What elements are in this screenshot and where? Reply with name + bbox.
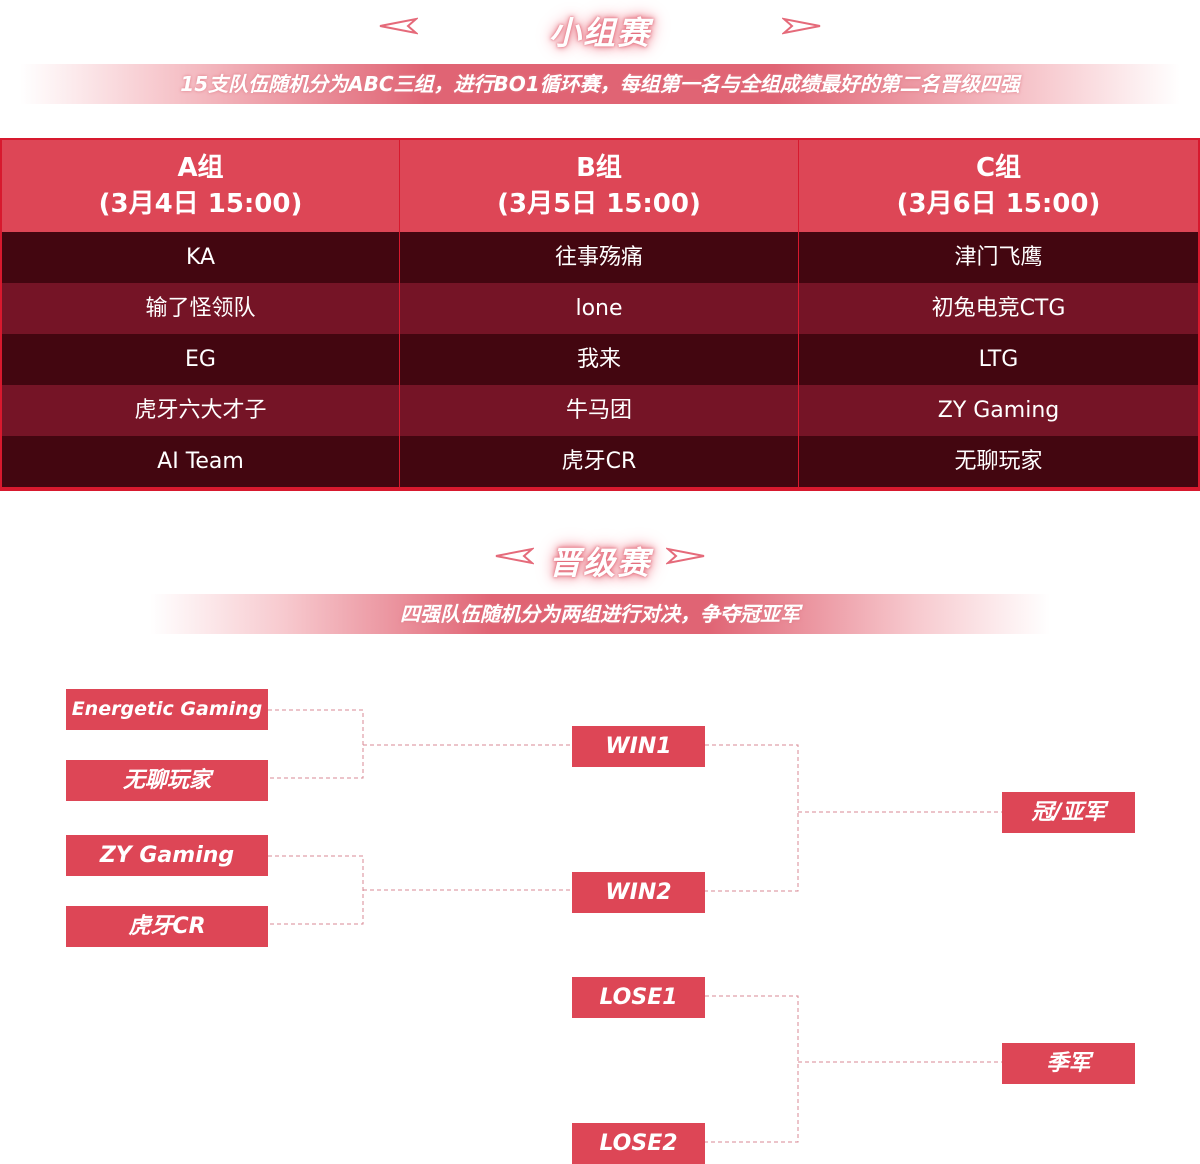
table-row: KA 往事殇痛 津门飞鹰 — [2, 232, 1198, 283]
winner-box-1: WIN1 — [572, 726, 705, 767]
group-header-a: A组 (3月4日 15:00) — [2, 140, 399, 232]
group-table: A组 (3月4日 15:00) B组 (3月5日 15:00) C组 (3月6日… — [0, 138, 1200, 491]
bracket-line — [705, 744, 799, 892]
left-arrow-icon — [379, 17, 418, 35]
group-stage-title: 小组赛 — [548, 14, 651, 52]
team-cell: 初兔电竞CTG — [799, 283, 1198, 334]
third-place-box: 季军 — [1002, 1043, 1135, 1084]
semifinal-team-1: Energetic Gaming — [66, 689, 268, 730]
group-time: (3月5日 15:00) — [497, 189, 701, 219]
team-cell: AI Team — [2, 436, 399, 487]
right-arrow-icon — [666, 547, 705, 565]
team-cell: LTG — [799, 334, 1198, 385]
team-cell: 虎牙六大才子 — [2, 385, 399, 436]
group-table-header: A组 (3月4日 15:00) B组 (3月5日 15:00) C组 (3月6日… — [2, 140, 1198, 232]
playoffs-description: 四强队伍随机分为两组进行对决，争夺冠亚军 — [150, 594, 1050, 634]
group-header-c: C组 (3月6日 15:00) — [799, 140, 1198, 232]
team-cell: 往事殇痛 — [400, 232, 798, 283]
winner-box-2: WIN2 — [572, 872, 705, 913]
team-cell: lone — [400, 283, 798, 334]
playoffs-title: 晋级赛 — [548, 544, 651, 582]
loser-box-1: LOSE1 — [572, 977, 705, 1018]
bracket-line — [705, 995, 799, 1143]
group-time: (3月6日 15:00) — [896, 189, 1101, 219]
bracket-line — [268, 855, 364, 925]
group-stage-description: 15支队伍随机分为ABC三组，进行BO1循环赛，每组第一名与全组成绩最好的第二名… — [20, 64, 1180, 104]
table-row: EG 我来 LTG — [2, 334, 1198, 385]
table-row: AI Team 虎牙CR 无聊玩家 — [2, 436, 1198, 487]
group-time: (3月4日 15:00) — [98, 189, 303, 219]
team-cell: 输了怪领队 — [2, 283, 399, 334]
group-name: A组 — [177, 153, 224, 183]
left-arrow-icon — [495, 547, 534, 565]
team-cell: 无聊玩家 — [799, 436, 1198, 487]
semifinal-team-2: 无聊玩家 — [66, 760, 268, 801]
final-box: 冠/亚军 — [1002, 792, 1135, 833]
team-cell: KA — [2, 232, 399, 283]
team-cell: 津门飞鹰 — [799, 232, 1198, 283]
team-cell: 我来 — [400, 334, 798, 385]
right-arrow-icon — [782, 17, 821, 35]
bracket-line — [268, 709, 364, 779]
group-header-b: B组 (3月5日 15:00) — [400, 140, 798, 232]
semifinal-team-3: ZY Gaming — [66, 835, 268, 876]
table-row: 虎牙六大才子 牛马团 ZY Gaming — [2, 385, 1198, 436]
team-cell: 牛马团 — [400, 385, 798, 436]
group-name: C组 — [975, 153, 1022, 183]
team-cell: 虎牙CR — [400, 436, 798, 487]
team-cell: ZY Gaming — [799, 385, 1198, 436]
semifinal-team-4: 虎牙CR — [66, 906, 268, 947]
table-row: 输了怪领队 lone 初兔电竞CTG — [2, 283, 1198, 334]
team-cell: EG — [2, 334, 399, 385]
group-name: B组 — [576, 153, 622, 183]
loser-box-2: LOSE2 — [572, 1123, 705, 1164]
